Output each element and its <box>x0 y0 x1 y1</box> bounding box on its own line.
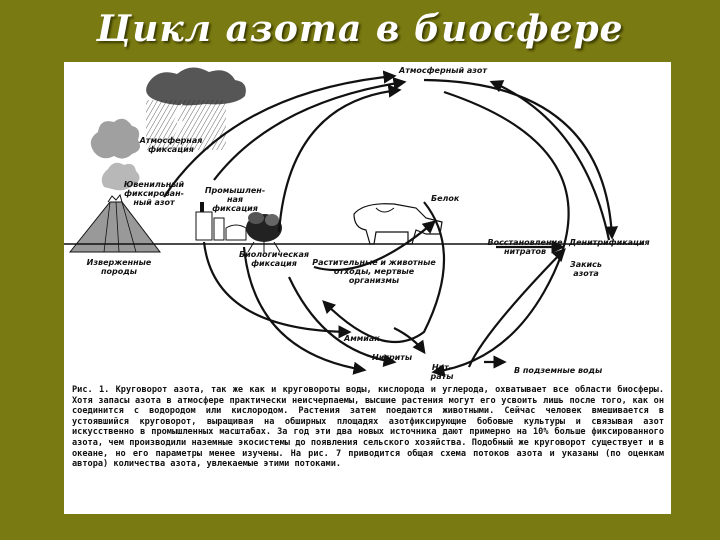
cycle-arrows <box>163 70 619 378</box>
nitrogen-cycle-figure: Атмосферный азот Атмосферная фиксация Юв… <box>64 62 671 514</box>
label-industrial-fixation: Промышлен-ная фиксация <box>204 186 266 213</box>
cycle-diagram <box>64 67 644 378</box>
label-atmospheric-fixation: Атмосферная фиксация <box>139 136 203 154</box>
label-protein: Белок <box>431 194 460 203</box>
label-nitrates: Нит-раты <box>430 363 454 381</box>
label-residues: Растительные и животные отходы, мертвые … <box>312 258 436 285</box>
label-nitrous-oxide: Закись азота <box>570 260 602 278</box>
storm-cloud-icon <box>146 67 246 150</box>
smoke-plume-icon <box>90 118 140 191</box>
label-to-groundwater: В подземные воды <box>514 366 603 375</box>
label-biological-fixation: Биологическая фиксация <box>239 250 309 268</box>
label-ammonia: Аммиак <box>344 334 380 343</box>
figure-caption: Рис. 1. Круговорот азота, так же как и к… <box>72 385 664 470</box>
label-nitrites: Нитриты <box>372 353 413 362</box>
label-nitrate-reduction: Восстановление нитратов <box>487 238 563 256</box>
label-denitrification: Денитрификация <box>569 238 650 247</box>
label-juvenile-nitrogen: Ювенильный фиксирован-ный азот <box>123 180 185 207</box>
label-atmospheric-nitrogen: Атмосферный азот <box>399 66 488 75</box>
factory-icon <box>195 202 247 241</box>
legume-plant-icon <box>246 212 282 254</box>
slide-title: Цикл азота в биосфере <box>96 8 624 50</box>
label-igneous-rocks: Изверженные породы <box>86 258 152 276</box>
